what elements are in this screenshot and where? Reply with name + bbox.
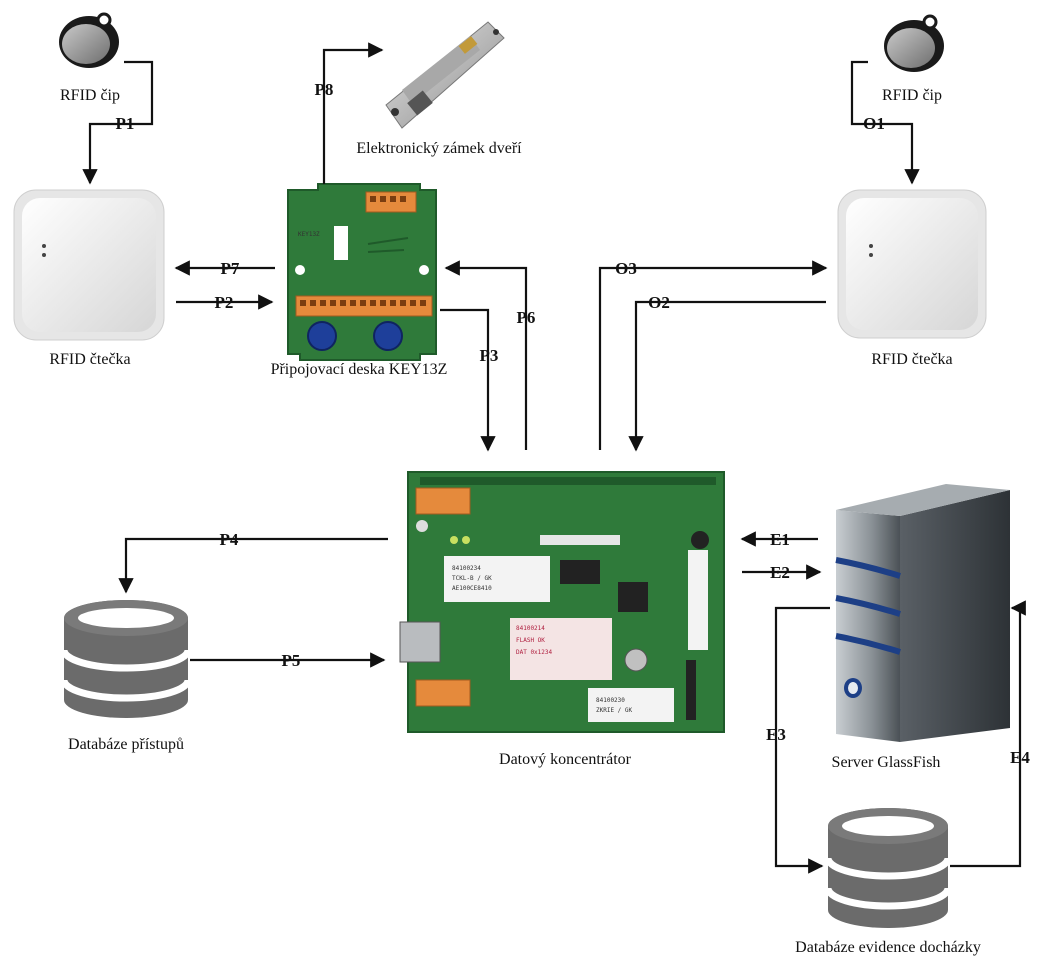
flow-p5: P5 — [190, 651, 386, 670]
rfid-reader-icon — [13, 189, 165, 341]
data-concentrator-label: Datový koncentrátor — [499, 751, 632, 768]
flow-p3-label: P3 — [480, 346, 499, 365]
attendance-database: Databáze evidence docházky — [795, 808, 981, 956]
flow-e4-label: E4 — [1010, 748, 1030, 767]
svg-text:84100234: 84100234 — [452, 565, 481, 572]
flow-e2-label: E2 — [770, 563, 790, 582]
flow-p7-label: P7 — [221, 259, 240, 278]
rfid-tag-icon — [59, 12, 119, 68]
data-concentrator: 84100234 TCKL-B / GK AE100CE8410 8410021… — [399, 471, 725, 768]
rfid-tag-icon — [884, 14, 944, 72]
key13z-board-label: Připojovací deska KEY13Z — [271, 361, 448, 378]
flow-p2: P2 — [176, 293, 274, 312]
server-tower-icon — [835, 484, 1010, 742]
database-icon — [60, 600, 192, 718]
flow-p6-label: P6 — [517, 308, 536, 327]
flow-p4-label: P4 — [220, 530, 239, 549]
flow-e3-label: E3 — [766, 725, 786, 744]
svg-text:ZKRIE / GK: ZKRIE / GK — [596, 707, 633, 714]
pcb-board-icon: KEY13Z — [287, 183, 437, 361]
access-database-label: Databáze přístupů — [68, 736, 184, 753]
flow-p8: P8 — [315, 42, 384, 184]
flow-p8-label: P8 — [315, 80, 334, 99]
rfid-tag-right: RFID čip — [882, 14, 944, 104]
flow-o3: O3 — [598, 259, 828, 450]
svg-text:84100214: 84100214 — [516, 625, 545, 632]
attendance-database-label: Databáze evidence docházky — [795, 939, 981, 956]
flow-e3: E3 — [766, 606, 830, 874]
flow-o1-label: O1 — [863, 114, 885, 133]
flow-p7: P7 — [174, 259, 275, 278]
flow-p5-label: P5 — [282, 651, 301, 670]
glassfish-server-label: Server GlassFish — [832, 754, 941, 771]
pcb-board-icon: 84100234 TCKL-B / GK AE100CE8410 8410021… — [399, 471, 725, 733]
door-lock-label: Elektronický zámek dveří — [356, 140, 522, 157]
board-silkscreen: KEY13Z — [298, 231, 320, 238]
flow-p1: P1 — [82, 60, 154, 185]
flow-e4: E4 — [950, 600, 1030, 868]
flow-p6: P6 — [444, 260, 536, 450]
svg-text:TCKL-B / GK: TCKL-B / GK — [452, 575, 492, 582]
rfid-tag-left-label: RFID čip — [60, 87, 120, 104]
door-lock: Elektronický zámek dveří — [356, 21, 522, 157]
rfid-reader-icon — [837, 189, 987, 339]
svg-text:FLASH OK: FLASH OK — [516, 637, 545, 644]
svg-text:DAT 0x1234: DAT 0x1234 — [516, 649, 553, 656]
flow-o2-label: O2 — [648, 293, 670, 312]
flow-p2-label: P2 — [215, 293, 234, 312]
rfid-reader-right: RFID čtečka — [837, 189, 987, 368]
key13z-board: KEY13Z Připojovací deska KEY13Z — [271, 183, 448, 378]
flow-p4: P4 — [118, 530, 388, 594]
flow-o3-label: O3 — [615, 259, 637, 278]
rfid-reader-left-label: RFID čtečka — [49, 351, 130, 368]
flow-e1: E1 — [740, 530, 818, 549]
rfid-tag-right-label: RFID čip — [882, 87, 942, 104]
flow-o1: O1 — [850, 60, 920, 185]
svg-text:84100230: 84100230 — [596, 697, 625, 704]
rfid-reader-left: RFID čtečka — [13, 189, 165, 368]
svg-text:AE100CE8410: AE100CE8410 — [452, 585, 492, 592]
glassfish-server: Server GlassFish — [832, 484, 1010, 771]
door-lock-icon — [385, 21, 505, 129]
flow-e2: E2 — [742, 563, 822, 582]
rfid-reader-right-label: RFID čtečka — [871, 351, 952, 368]
rfid-tag-left: RFID čip — [59, 12, 120, 104]
flow-p3: P3 — [440, 308, 499, 452]
flow-e1-label: E1 — [770, 530, 790, 549]
flow-p1-label: P1 — [116, 114, 135, 133]
flow-o2: O2 — [628, 293, 826, 452]
database-icon — [824, 808, 952, 928]
access-database: Databáze přístupů — [60, 600, 192, 753]
